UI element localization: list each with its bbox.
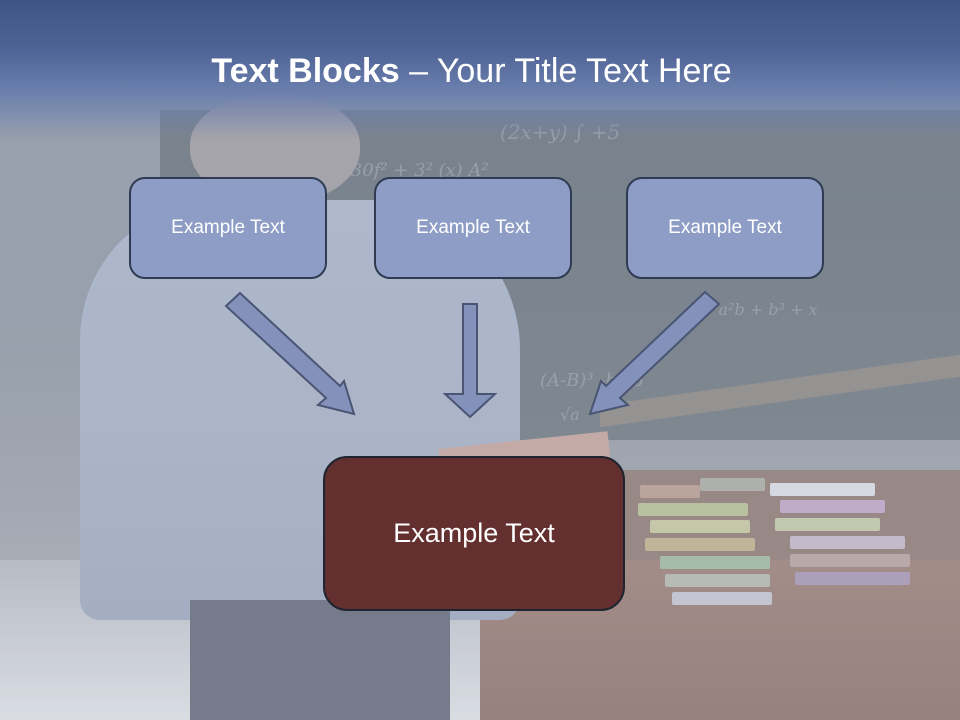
title-bold: Text Blocks [211,52,400,90]
title-text: Your Title Text Here [436,52,732,90]
person-pants [190,600,450,720]
text-block-3[interactable]: Example Text [626,177,824,279]
chalk-writing: + 30f² + 3² (x) A² [330,160,489,181]
slide-title: Text Blocks – Your Title Text Here [0,52,943,91]
main-text-block[interactable]: Example Text [323,456,625,611]
chalk-writing: + a²b + b³ + x [700,300,818,319]
text-block-2[interactable]: Example Text [374,177,572,279]
arrow-left [224,291,356,416]
title-dash: – [399,52,437,90]
arrow-center [442,303,498,419]
chalk-writing: √a [560,405,580,424]
arrow-right [588,290,721,416]
title-band [0,0,960,140]
text-block-1[interactable]: Example Text [129,177,327,279]
